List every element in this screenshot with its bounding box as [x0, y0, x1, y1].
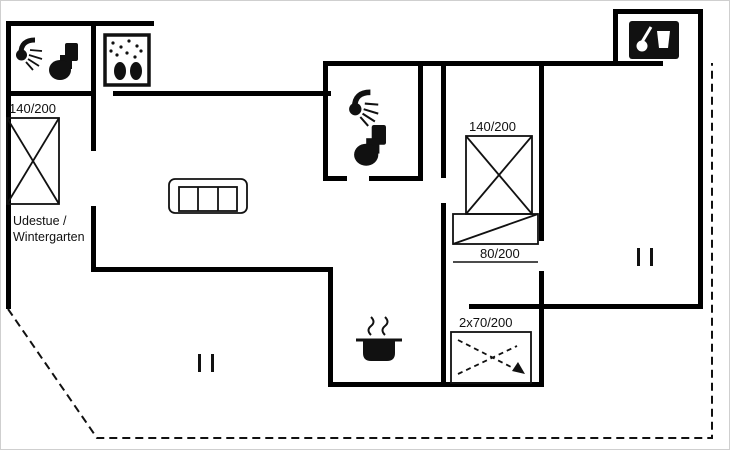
- wall-segment: [328, 267, 333, 387]
- wall-segment: [441, 61, 446, 178]
- bed-size-label: 140/200: [469, 119, 516, 134]
- wall-segment: [323, 61, 328, 181]
- walls: [6, 9, 703, 387]
- wall-segment: [539, 61, 544, 241]
- wall-segment: [323, 61, 618, 66]
- toilet-icon: [49, 43, 78, 80]
- wall-segment: [369, 176, 423, 181]
- shower-icon: [16, 37, 43, 71]
- wall-segment: [418, 61, 423, 181]
- wall-segment: [323, 176, 347, 181]
- arrow-head-icon: [512, 362, 525, 374]
- wall-segment: [93, 267, 333, 272]
- wall-segment: [618, 61, 663, 66]
- terrace-dashed-boundary: [7, 63, 713, 439]
- wall-segment: [91, 206, 96, 272]
- wall-segment: [113, 91, 331, 96]
- wall-segment: [6, 21, 154, 26]
- wall-segment: [698, 9, 703, 309]
- room-label-winter-garden: Udestue /: [13, 214, 67, 228]
- wall-segment: [613, 9, 618, 63]
- wall-segment: [469, 304, 539, 309]
- wall-segment: [91, 21, 96, 96]
- bed-double-left: [6, 117, 60, 205]
- wall-segment: [441, 304, 446, 387]
- wall-segment: [328, 382, 544, 387]
- stove-icon: [356, 316, 402, 361]
- door-mark: [650, 248, 653, 266]
- room-label-winter-garden: Wintergarten: [13, 230, 85, 244]
- shower-icon: [349, 89, 379, 127]
- bed-size-label: 2x70/200: [459, 315, 513, 330]
- wall-segment: [539, 271, 544, 387]
- sauna-icon: [629, 21, 679, 59]
- toilet-icon: [354, 125, 386, 166]
- bed-size-label: 80/200: [480, 246, 520, 261]
- wall-segment: [539, 304, 703, 309]
- wall-segment: [91, 96, 96, 151]
- bed-single-right: [452, 213, 539, 245]
- wall-segment: [613, 9, 703, 14]
- door-marks: [198, 248, 653, 372]
- bunk-bed: [450, 331, 532, 384]
- door-mark: [211, 354, 214, 372]
- bed-size-label: 140/200: [9, 101, 56, 116]
- whirlpool-icon: [103, 33, 151, 87]
- wall-segment: [6, 21, 11, 309]
- wall-segment: [6, 91, 93, 96]
- door-mark: [637, 248, 640, 266]
- door-mark: [198, 354, 201, 372]
- wall-segment: [441, 203, 446, 304]
- sofa: [168, 178, 248, 214]
- bed-double-right: [465, 135, 533, 215]
